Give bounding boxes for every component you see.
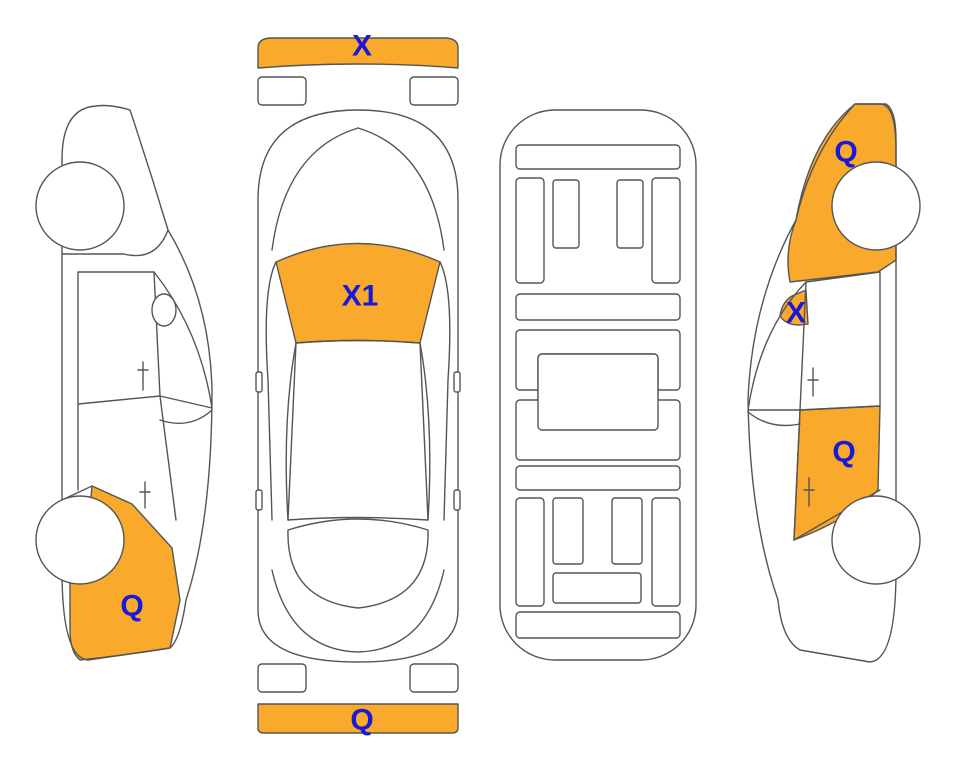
right-b-pillar [793, 281, 807, 541]
under-front-floor [515, 293, 681, 321]
car-top-view: X1 [255, 109, 461, 663]
left-front-handle [137, 361, 149, 391]
under-front-rail-right [651, 177, 681, 284]
car-right-side-view: Q X Q [747, 103, 921, 663]
car-left-side-view: Q [35, 104, 213, 661]
left-body-outline [61, 104, 213, 661]
left-rear-handle-side [139, 481, 151, 509]
under-front-rail-left [515, 177, 545, 284]
right-rear-quarter-code: Q [834, 136, 857, 169]
right-mirror [453, 371, 461, 393]
under-rear-floor [515, 465, 681, 491]
left-mirror [255, 371, 263, 393]
under-center-pan-top [537, 353, 659, 431]
hood-line-right [357, 127, 445, 251]
right-rear-door-code: Q [832, 436, 855, 469]
roof-panel [287, 339, 429, 521]
left-a-pillar [265, 261, 277, 521]
front-bumper-panel[interactable] [257, 37, 459, 69]
right-front-wheel [831, 495, 921, 585]
right-a-pillar [439, 261, 451, 521]
under-front-mount-right [616, 179, 644, 249]
left-rear-wheel [35, 495, 125, 585]
under-rear-rail-right [651, 497, 681, 607]
rear-right-light [409, 663, 459, 693]
left-front-wheel [35, 161, 125, 251]
front-bumper-code: X [352, 30, 372, 63]
front-bumper-group: X [257, 30, 459, 106]
rear-bumper-group: Q [257, 663, 459, 737]
under-rear-tank [552, 572, 642, 604]
right-rear-handle-side [803, 477, 815, 507]
windshield-code: X1 [342, 280, 379, 313]
left-rear-handle [255, 489, 263, 511]
right-inner-side [419, 342, 431, 521]
left-window-frame [77, 271, 213, 409]
trunk-line [271, 569, 445, 653]
right-rear-wheel [831, 161, 921, 251]
right-rear-line [747, 411, 801, 427]
under-rear-rail-left [515, 497, 545, 607]
under-front-crossmember [515, 144, 681, 170]
right-front-handle [807, 367, 819, 397]
left-rear-quarter-code: Q [120, 590, 143, 623]
left-inner-side [285, 342, 297, 521]
under-rear-mount-right [611, 497, 643, 565]
front-left-light [257, 76, 307, 106]
under-rear-mount-left [552, 497, 584, 565]
left-mirror-side [151, 293, 177, 327]
under-front-mount-left [552, 179, 580, 249]
rear-glass [287, 518, 429, 609]
right-body-outline [747, 103, 897, 663]
right-front-door-glass-code: X [786, 297, 806, 330]
rear-bumper-panel[interactable] [257, 703, 459, 734]
top-body-outline [257, 109, 459, 663]
front-right-light [409, 76, 459, 106]
rear-left-light [257, 663, 307, 693]
car-underbody-view [499, 109, 697, 661]
hood-line-left [271, 127, 359, 251]
right-window-frame [747, 271, 881, 411]
left-hood-line [61, 229, 169, 257]
right-rear-handle [453, 489, 461, 511]
rear-bumper-code: Q [350, 704, 373, 737]
left-rear-line [159, 409, 213, 424]
under-rear-crossmember [515, 611, 681, 639]
